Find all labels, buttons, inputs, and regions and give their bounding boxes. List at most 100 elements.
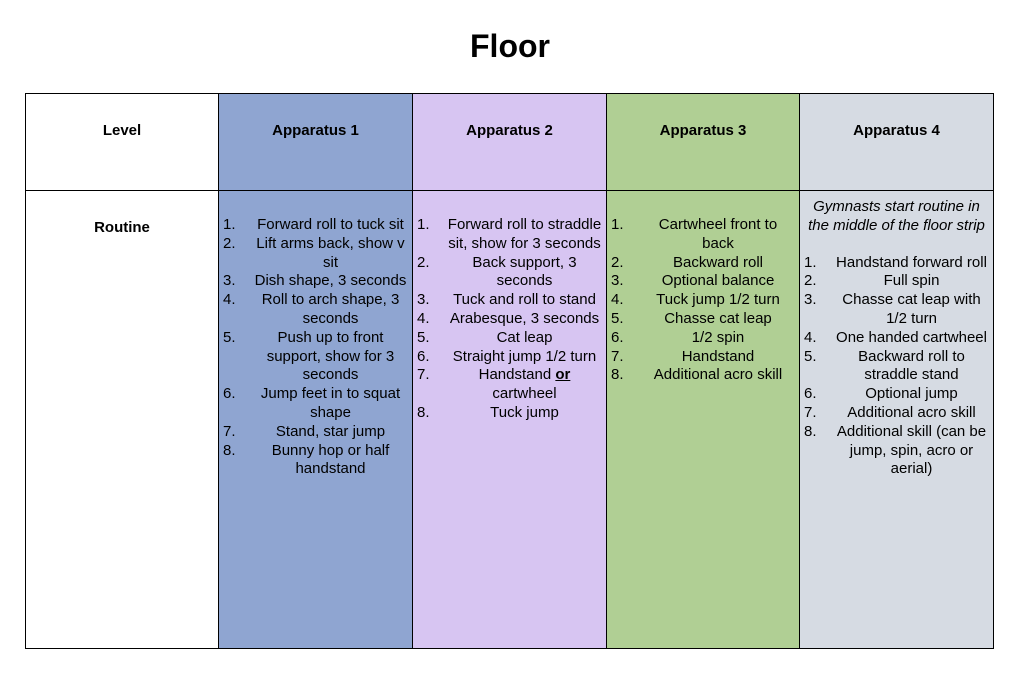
- list-item: 8. Bunny hop or half handstand: [223, 442, 408, 480]
- apparatus-3-steps: 1. Cartwheel front to back 2.Backward roll…: [611, 216, 795, 385]
- page-title: Floor: [470, 28, 550, 64]
- apparatus-4-intro: Gymnasts start routine in the middle of …: [808, 198, 985, 234]
- list-item: 8. Tuck jump: [417, 404, 602, 423]
- step-number: 5.: [223, 328, 236, 346]
- step-text: Back support, 3 seconds: [472, 253, 577, 290]
- step-number: 4.: [611, 291, 624, 309]
- header-apparatus-3: Apparatus 3: [606, 93, 800, 191]
- list-item: 4. One handed cartwheel: [804, 329, 989, 348]
- step-number: 2.: [223, 234, 236, 252]
- step-text: 1/2 spin: [691, 328, 745, 346]
- list-item: 5. Push up to front support, show for 3 s…: [223, 329, 408, 385]
- step-number: 3.: [223, 272, 236, 290]
- step-text: Additional skill (can be jump, spin, acr…: [836, 422, 987, 478]
- step-number: 4.: [804, 328, 817, 346]
- list-item: 3. Chasse cat leap with 1/2 turn: [804, 291, 989, 329]
- list-item: 5.Chasse cat leap: [611, 310, 795, 329]
- step-text-part: Handstand: [478, 366, 556, 384]
- step-text: Handstand forward roll: [836, 253, 987, 271]
- step-text: Chasse cat leap with 1/2 turn: [842, 291, 981, 327]
- floor-routine-table: Level Apparatus 1 Apparatus 2 Apparatus …: [25, 93, 994, 649]
- list-item: 6. Optional jump: [804, 385, 989, 404]
- header-row: Level Apparatus 1 Apparatus 2 Apparatus …: [25, 93, 994, 191]
- step-text: Stand, star jump: [275, 422, 386, 440]
- step-text: Cartwheel front to back: [658, 216, 778, 252]
- header-level: Level: [25, 93, 219, 191]
- step-number: 7.: [611, 347, 624, 365]
- step-text: Forward roll to straddle sit, show for 3…: [447, 216, 602, 252]
- header-apparatus-2: Apparatus 2: [412, 93, 607, 191]
- step-number: 8.: [223, 441, 236, 459]
- list-item: 2.Backward roll: [611, 254, 795, 273]
- step-number: 6.: [417, 347, 430, 365]
- step-text: Optional jump: [865, 385, 958, 403]
- step-text: Chasse cat leap: [664, 309, 772, 327]
- step-text: Tuck jump 1/2 turn: [656, 291, 780, 309]
- step-text: Handstand: [681, 347, 755, 365]
- list-item: 6.Jump feet in to squat shape: [223, 385, 408, 423]
- step-number: 1.: [417, 216, 430, 233]
- list-item: 7. Stand, star jump: [223, 423, 408, 442]
- step-text: Bunny hop or half handstand: [271, 441, 390, 478]
- header-apparatus-1: Apparatus 1: [218, 93, 413, 191]
- list-item: 8. Additional skill (can be jump, spin, a…: [804, 423, 989, 479]
- step-number: 8.: [804, 422, 817, 440]
- list-item: 3.Dish shape, 3 seconds: [223, 272, 408, 291]
- step-number: 7.: [223, 422, 236, 440]
- step-number: 5.: [804, 347, 817, 365]
- step-number: 1.: [611, 216, 624, 233]
- step-number: 8.: [611, 366, 624, 384]
- list-item: 7. Additional acro skill: [804, 404, 989, 423]
- step-number: 3.: [804, 291, 817, 309]
- step-text: One handed cartwheel: [836, 328, 987, 346]
- list-item: 2. Back support, 3 seconds: [417, 254, 602, 292]
- step-number: 7.: [417, 366, 430, 384]
- list-item: 6. Straight jump 1/2 turn: [417, 348, 602, 367]
- apparatus-2-cell: 1. Forward roll to straddle sit, show for…: [412, 190, 607, 649]
- list-item: 4. Arabesque, 3 seconds: [417, 310, 602, 329]
- list-item: 2.Full spin: [804, 272, 989, 291]
- list-item: 1. Handstand forward roll: [804, 254, 989, 273]
- list-item: 1. Cartwheel front to back: [611, 216, 795, 254]
- list-item: 4.Roll to arch shape, 3 seconds: [223, 291, 408, 329]
- step-number: 1.: [804, 253, 817, 271]
- step-number: 6.: [804, 385, 817, 403]
- step-text: Additional acro skill: [847, 403, 976, 421]
- list-item: 7. Handstand: [611, 348, 795, 367]
- list-item: 7. Handstand or cartwheel: [417, 366, 602, 404]
- step-text: Straight jump 1/2 turn: [452, 347, 597, 365]
- step-text: Tuck jump: [490, 403, 559, 421]
- list-item: 1.Forward roll to tuck sit: [223, 216, 408, 235]
- step-number: 6.: [223, 385, 236, 403]
- step-number: 2.: [417, 253, 430, 271]
- list-item: 2. Lift arms back, show v sit: [223, 235, 408, 273]
- list-item: 6.1/2 spin: [611, 329, 795, 348]
- step-number: 7.: [804, 403, 817, 421]
- step-number: 3.: [611, 272, 624, 290]
- list-item: 5.Cat leap: [417, 329, 602, 348]
- step-text: Tuck and roll to stand: [453, 291, 596, 309]
- step-number: 2.: [611, 253, 624, 271]
- step-text: Handstand or cartwheel: [447, 366, 602, 404]
- step-text: Backward roll to straddle stand: [858, 347, 965, 384]
- list-item: 5. Backward roll to straddle stand: [804, 348, 989, 386]
- apparatus-4-cell: Gymnasts start routine in the middle of …: [799, 190, 994, 649]
- step-number: 4.: [417, 309, 430, 327]
- step-text: Push up to front support, show for 3 sec…: [266, 328, 395, 384]
- step-text: Arabesque, 3 seconds: [449, 309, 600, 327]
- step-text: Optional balance: [661, 272, 775, 290]
- row-label-routine: Routine: [25, 190, 219, 649]
- step-number: 3.: [417, 291, 430, 309]
- list-item: 1. Forward roll to straddle sit, show for…: [417, 216, 602, 254]
- step-text: Lift arms back, show v sit: [256, 234, 405, 271]
- list-item: 3. Tuck and roll to stand: [417, 291, 602, 310]
- step-number: 8.: [417, 403, 430, 421]
- step-text-emphasis: or: [555, 366, 571, 384]
- list-item: 3. Optional balance: [611, 272, 795, 291]
- apparatus-3-cell: 1. Cartwheel front to back 2.Backward roll…: [606, 190, 800, 649]
- step-text-part: cartwheel: [492, 366, 575, 403]
